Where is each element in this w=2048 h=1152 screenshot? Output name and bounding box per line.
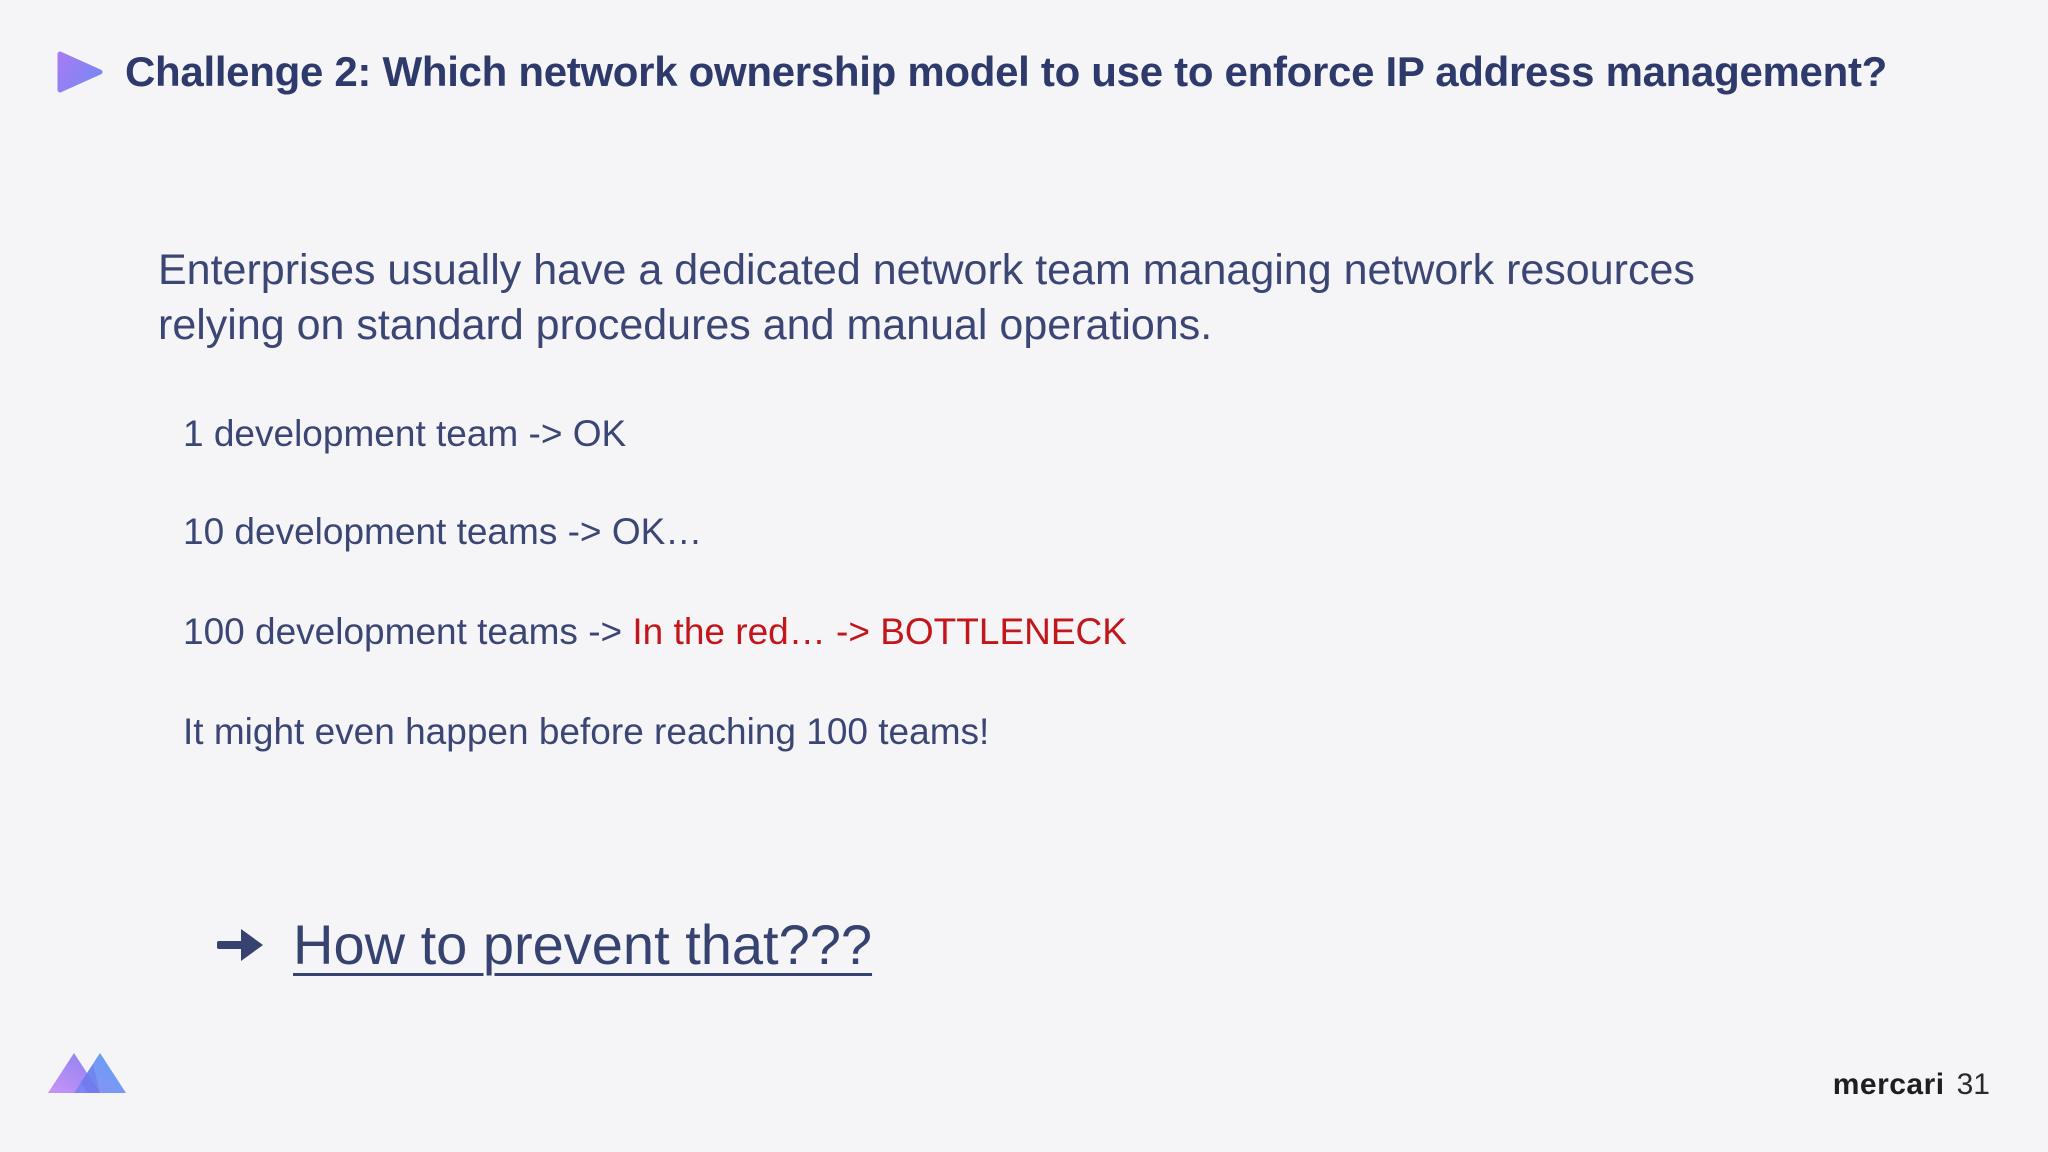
title-bullet-triangle-icon: [57, 51, 103, 93]
conclusion-row: How to prevent that???: [217, 912, 872, 978]
footer-right: mercari 31: [1833, 1068, 1990, 1102]
page-number: 31: [1956, 1068, 1990, 1101]
list-item-warning: It might even happen before reaching 100…: [183, 711, 990, 752]
slide-title: Challenge 2: Which network ownership mod…: [125, 48, 1888, 95]
intro-paragraph-line1: Enterprises usually have a dedicated net…: [158, 246, 1695, 294]
mercari-logo-icon: [48, 1053, 126, 1093]
slide-header: Challenge 2: Which network ownership mod…: [57, 48, 1887, 96]
list-item-one-team: 1 development team -> OK: [183, 413, 627, 454]
intro-paragraph-line2: relying on standard procedures and manua…: [158, 301, 1213, 349]
conclusion-question: How to prevent that???: [293, 913, 873, 976]
list-item-hundred-teams-bottleneck: In the red… -> BOTTLENECK: [632, 611, 1127, 652]
list-item-ten-teams: 10 development teams -> OK…: [183, 511, 703, 552]
right-arrow-icon: [217, 929, 263, 961]
list-item-hundred-teams: 100 development teams -> In the red… -> …: [183, 609, 1127, 655]
intro-paragraph: Enterprises usually have a dedicated net…: [158, 243, 1858, 353]
mercari-wordmark: mercari: [1832, 1068, 1945, 1101]
list-item-hundred-teams-prefix: 100 development teams ->: [183, 611, 633, 652]
